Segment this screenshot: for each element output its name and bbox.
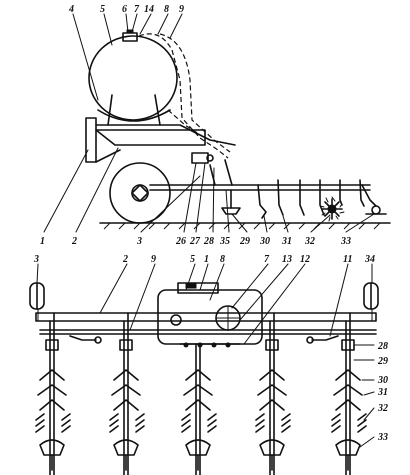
top-view: 3 2 9 5 1 8 7 13 12 11 34 28 29 30 31 32… xyxy=(29,254,388,475)
label-29: 29 xyxy=(239,236,250,247)
label-35: 35 xyxy=(219,236,230,247)
top-label-9: 9 xyxy=(151,254,156,265)
tank-inlet xyxy=(170,314,182,326)
top-leader-lines xyxy=(36,263,375,448)
label-33: 33 xyxy=(340,236,351,247)
top-label-11: 11 xyxy=(343,254,352,265)
main-beam xyxy=(35,312,377,322)
wheel-hub xyxy=(131,184,149,202)
section-5 xyxy=(331,312,367,475)
tank-cradle xyxy=(97,109,171,122)
section-4 xyxy=(255,312,291,475)
label-5: 5 xyxy=(100,4,105,15)
label-6: 6 xyxy=(122,4,127,15)
section-3 xyxy=(181,343,217,475)
top-label-32: 32 xyxy=(377,403,388,414)
section-2 xyxy=(109,312,145,475)
rotary-star xyxy=(319,196,345,222)
top-label-13: 13 xyxy=(282,254,292,265)
side-view: 4 5 6 7 14 8 9 1 2 3 26 27 28 35 29 30 3… xyxy=(40,4,391,247)
label-31: 31 xyxy=(281,236,292,247)
ground-hatch xyxy=(103,222,381,230)
top-label-1: 1 xyxy=(204,254,209,265)
label-4: 4 xyxy=(68,4,74,15)
top-label-30: 30 xyxy=(377,375,388,386)
top-label-29: 29 xyxy=(377,356,388,367)
top-label-7: 7 xyxy=(264,254,270,265)
hose-secondary xyxy=(159,33,231,153)
frame-brace xyxy=(95,124,236,146)
depth-wheel xyxy=(221,207,241,215)
top-label-8: 8 xyxy=(220,254,225,265)
label-30: 30 xyxy=(259,236,270,247)
tines xyxy=(257,179,365,219)
top-label-5: 5 xyxy=(190,254,195,265)
frame xyxy=(95,129,206,146)
top-label-28: 28 xyxy=(377,341,388,352)
label-9: 9 xyxy=(179,4,184,15)
label-3: 3 xyxy=(136,236,142,247)
label-8: 8 xyxy=(164,4,169,15)
tank-top-view xyxy=(157,289,263,345)
marker-left xyxy=(29,282,45,310)
pump-unit xyxy=(191,152,209,164)
top-label-31: 31 xyxy=(377,387,388,398)
label-14: 14 xyxy=(144,4,154,15)
side-leader-lines xyxy=(43,13,375,233)
manifold xyxy=(179,342,241,348)
label-7: 7 xyxy=(134,4,140,15)
label-28: 28 xyxy=(203,236,214,247)
rear-roller xyxy=(361,184,387,215)
hose-main xyxy=(138,33,229,159)
section-1 xyxy=(35,312,71,475)
label-26: 26 xyxy=(175,236,186,247)
marker-arm-left xyxy=(69,335,97,341)
top-label-34: 34 xyxy=(364,254,375,265)
top-label-12: 12 xyxy=(300,254,310,265)
top-label-33: 33 xyxy=(377,432,388,443)
hose-lower xyxy=(167,109,206,139)
front-hitch-plate xyxy=(85,117,97,163)
label-27: 27 xyxy=(189,236,201,247)
marker-right xyxy=(363,282,379,310)
label-1: 1 xyxy=(40,236,45,247)
top-label-2: 2 xyxy=(122,254,128,265)
label-2: 2 xyxy=(71,236,77,247)
support-wheel xyxy=(109,162,171,224)
tank xyxy=(88,35,178,121)
label-32: 32 xyxy=(304,236,315,247)
top-label-3: 3 xyxy=(33,254,39,265)
tank-cap-top xyxy=(126,29,134,34)
marker-arm-right xyxy=(311,335,339,341)
